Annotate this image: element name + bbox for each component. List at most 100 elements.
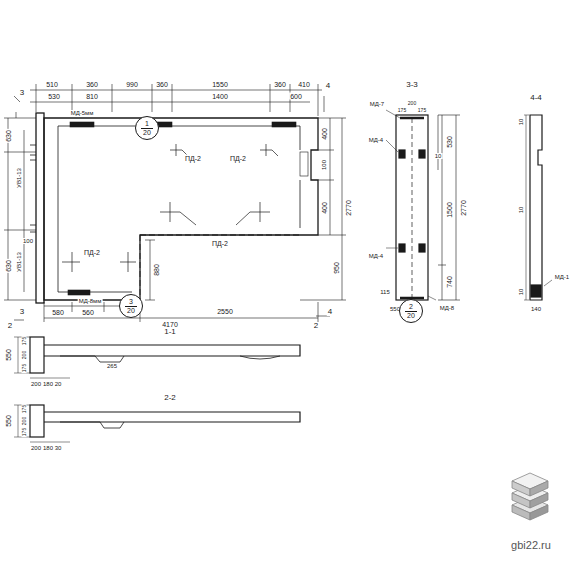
section-marker: 120	[135, 116, 159, 140]
panel-outline-stroke	[36, 113, 44, 303]
dimension-text: 990	[125, 81, 139, 88]
section-2-2-stroke	[60, 422, 124, 428]
section-3-3-stroke	[419, 244, 425, 252]
dimension-text: 175	[22, 427, 27, 437]
dimension-text: 265	[106, 363, 118, 369]
dimension-text: 880	[153, 263, 160, 277]
dimension-text: 4170	[161, 321, 179, 328]
dimension-text: 4	[327, 308, 333, 316]
dimension-text: 530	[446, 135, 453, 149]
dimension-line-stroke	[300, 118, 346, 300]
embedded-plate-stroke	[272, 122, 296, 127]
dimension-text: 10	[518, 288, 524, 297]
panel-outline	[30, 113, 318, 303]
dimension-text: ПД-2	[211, 240, 229, 247]
dimension-line-stroke	[44, 302, 318, 322]
dimension-text: 400	[321, 201, 328, 215]
logo-icon-stroke	[530, 505, 548, 520]
section-2-2-stroke	[30, 405, 44, 437]
panel-outline-stroke	[58, 126, 300, 228]
dimension-text: ПД-2	[184, 155, 202, 162]
dimension-text: МД-8	[439, 305, 455, 311]
logo-icon-stroke	[512, 505, 530, 520]
dimension-text: 1-1	[163, 328, 177, 336]
marker-text: 1	[143, 120, 151, 128]
section-3-3-stroke	[399, 150, 405, 158]
dimension-text: 175	[22, 363, 27, 373]
dimension-text: МД-8мм	[78, 298, 103, 304]
panel-outline-stroke	[30, 145, 36, 232]
dimension-text: 10	[518, 118, 524, 127]
dimension-text: 4	[325, 82, 331, 90]
marker-text: 20	[125, 306, 137, 315]
dimension-text: 2550	[216, 308, 234, 315]
dimension-text: ПД-2	[83, 249, 101, 256]
embedded-plate-stroke	[300, 152, 308, 176]
dimension-line-stroke	[36, 84, 318, 116]
mesh-mark-stroke	[180, 150, 278, 225]
dimension-text: МД-4	[368, 253, 384, 259]
dimension-text: 360	[155, 81, 169, 88]
dimension-text: ПД-2	[229, 155, 247, 162]
section-3-3-stroke	[419, 150, 425, 158]
dimension-text: 400	[321, 127, 328, 141]
section-1-1-stroke	[30, 337, 44, 373]
dimension-text: 200	[22, 416, 27, 426]
dimension-text: 4-4	[529, 94, 543, 102]
section-1-1-stroke	[44, 345, 300, 356]
dimension-text: 1550	[211, 81, 229, 88]
dimension-text: МД-1	[554, 274, 570, 280]
embedded-plate-stroke	[70, 122, 94, 127]
panel-outline-stroke	[44, 118, 318, 300]
marker-text: 20	[141, 128, 153, 137]
dimension-text: 560	[81, 309, 95, 316]
dimension-text: 200	[30, 381, 42, 387]
dimension-text: 550	[5, 414, 12, 428]
dimension-text: 740	[446, 275, 453, 289]
dimension-text: 100	[321, 159, 327, 171]
dimension-text: 530	[47, 93, 61, 100]
dimension-text: 140	[530, 306, 542, 312]
section-4-4-stroke	[530, 115, 542, 300]
dimension-text: 20	[54, 381, 63, 387]
dimension-text: 2	[7, 322, 13, 330]
dimension-text: 550	[5, 348, 12, 362]
dimension-text: 2	[313, 322, 319, 330]
section-3-3	[386, 110, 460, 300]
section-1-1-stroke	[60, 356, 280, 362]
dimension-line	[4, 84, 346, 322]
dimension-text: 30	[54, 445, 63, 451]
section-2-2	[14, 405, 300, 442]
section-2-2-stroke	[44, 412, 300, 422]
dimension-text: 1500	[446, 201, 453, 219]
panel-outline-stroke	[58, 126, 132, 292]
dimension-text: 3	[19, 89, 25, 97]
dimension-text: 200	[407, 101, 417, 106]
logo-icon-stroke	[512, 493, 530, 508]
dimension-text: МД-7	[369, 101, 385, 107]
dimension-text: 580	[51, 309, 65, 316]
dimension-text: 175	[22, 404, 27, 414]
embedded-plate	[68, 122, 308, 295]
dimension-text: УВ1-13	[16, 167, 22, 189]
dimension-line-stroke	[4, 118, 36, 300]
logo-icon	[512, 473, 548, 520]
panel-outline-stroke	[140, 235, 300, 236]
section-3-3-stroke	[438, 115, 460, 300]
logo-icon-stroke	[530, 481, 548, 496]
dimension-text: 100	[22, 238, 34, 244]
dimension-text: 3	[19, 308, 25, 316]
marker-text: 2	[407, 303, 415, 311]
dimension-text: 115	[379, 289, 391, 295]
section-3-3-stroke	[412, 118, 413, 298]
section-3-3-stroke	[400, 118, 424, 298]
dimension-text: 200	[22, 350, 27, 360]
dimension-text: 2770	[460, 199, 467, 217]
dimension-text: УВ1-13	[16, 251, 22, 273]
dimension-text: 175	[22, 336, 27, 346]
mesh-mark	[62, 144, 278, 272]
mesh-mark-stroke	[160, 202, 270, 222]
dimension-text: 630	[5, 129, 12, 143]
dimension-text: 10	[518, 206, 524, 215]
dimension-text: 360	[85, 81, 99, 88]
